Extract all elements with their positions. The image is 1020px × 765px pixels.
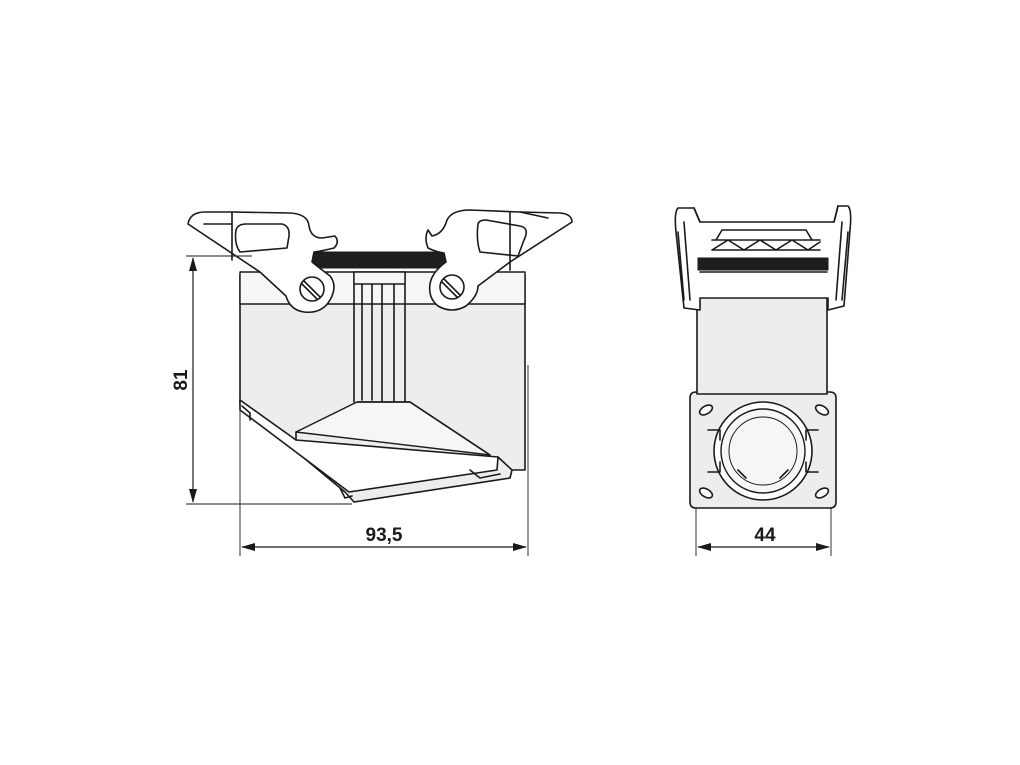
right-lever-inner	[509, 211, 549, 271]
flange-hole-br	[814, 487, 830, 499]
center-latch-cap	[353, 271, 406, 285]
right-screw	[439, 274, 465, 300]
width-dimension-label: 93,5	[366, 525, 403, 546]
center-latch-ribs	[353, 271, 406, 403]
side-opening-lugs	[707, 429, 819, 479]
side-view	[674, 205, 852, 509]
width-dimension: 93,5	[239, 365, 529, 556]
flange-hole-tl	[698, 404, 714, 416]
flange-hole-tr	[814, 404, 830, 416]
left-lever-slot	[234, 223, 290, 253]
side-lever-left	[677, 207, 701, 301]
flange-hole-bl	[698, 487, 714, 499]
side-opening-core	[728, 416, 798, 486]
side-lever-right	[833, 205, 849, 301]
cable-entry-lines	[295, 401, 513, 479]
depth-dimension-label: 44	[754, 525, 776, 546]
height-dimension-label: 81	[171, 369, 192, 391]
side-opening-inner	[720, 408, 806, 494]
height-dimension: 81	[171, 255, 352, 505]
front-view	[187, 209, 573, 503]
left-screw	[299, 276, 325, 302]
side-gasket-stripe	[697, 257, 829, 271]
depth-dimension: 44	[695, 508, 832, 556]
side-truss	[711, 229, 821, 251]
right-lever-slot	[476, 219, 528, 257]
left-lever-inner	[203, 211, 233, 261]
cable-entry-clip	[241, 405, 353, 499]
